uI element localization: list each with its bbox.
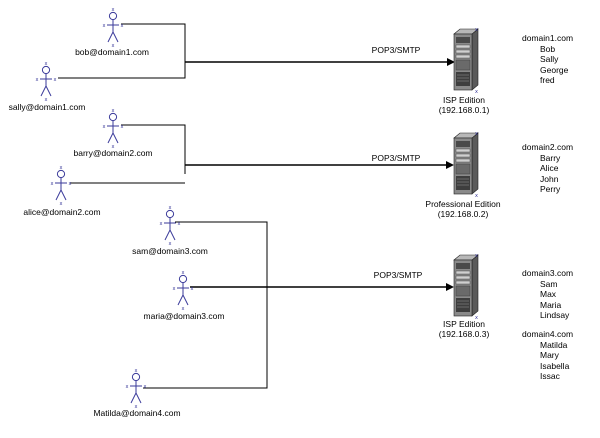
domain-user: Perry [540, 184, 561, 195]
arrowhead-group3 [446, 283, 454, 291]
domain-name: domain2.com [522, 142, 574, 152]
protocol-label-1: POP3/SMTP [371, 45, 421, 55]
user-email-barry: barry@domain2.com [73, 148, 153, 158]
user-email-sally: sally@domain1.com [8, 102, 86, 112]
server-2-edition: Professional Edition [425, 199, 501, 209]
domain-user: Sally [540, 54, 559, 65]
server-1-icon [453, 26, 479, 96]
domain-user: Mary [540, 350, 559, 361]
domain-user: Alice [540, 163, 559, 174]
actor-barry-icon [102, 107, 125, 151]
connector-sam [143, 221, 268, 389]
connector-sally [58, 62, 186, 79]
server-3-ip: (192.168.0.3) [438, 329, 490, 339]
actor-alice-icon [50, 164, 73, 208]
domain-list-domain3: domain3.com Sam Max Maria Lindsay [522, 268, 573, 321]
user-email-matilda: Matilda@domain4.com [93, 408, 181, 418]
domain-user: Matilda [540, 339, 568, 350]
domain-name: domain3.com [522, 268, 574, 278]
arrowhead-group2 [446, 161, 454, 169]
server-3-icon [453, 252, 479, 322]
actor-sally-icon [35, 60, 58, 104]
actor-bob-icon [102, 6, 125, 50]
domain-list-domain1: domain1.com Bob Sally George fred [522, 33, 573, 86]
connector-barry [121, 124, 186, 174]
connector-bob [121, 23, 186, 62]
domain-user: fred [540, 75, 555, 86]
domain-user: Bob [540, 43, 556, 54]
user-email-bob: bob@domain1.com [75, 47, 149, 57]
domain-user: Sam [540, 278, 558, 289]
actor-matilda-icon [125, 367, 148, 411]
user-email-maria: maria@domain3.com [143, 311, 225, 321]
domain-user: George [540, 64, 569, 75]
server-1-ip: (192.168.0.1) [438, 105, 490, 115]
domain-user: Lindsay [540, 310, 570, 321]
protocol-label-2: POP3/SMTP [371, 153, 421, 163]
domain-user: Maria [540, 299, 562, 310]
domain-user: Max [540, 289, 557, 300]
domain-user: Barry [540, 152, 561, 163]
server-2-icon [453, 130, 479, 200]
domain-name: domain4.com [522, 329, 574, 339]
user-email-sam: sam@domain3.com [132, 246, 208, 256]
arrowhead-group1 [447, 58, 455, 66]
server-3-edition: ISP Edition [443, 319, 485, 329]
server-1-edition: ISP Edition [443, 95, 485, 105]
domain-user: John [540, 173, 559, 184]
actor-maria-icon [172, 269, 195, 313]
server-2-ip: (192.168.0.2) [437, 209, 489, 219]
domain-list-domain2: domain2.com Barry Alice John Perry [522, 142, 573, 195]
protocol-label-3: POP3/SMTP [373, 270, 423, 280]
user-email-alice: alice@domain2.com [23, 207, 101, 217]
domain-list-domain4: domain4.com Matilda Mary Isabella Issac [522, 329, 573, 382]
domain-user: Issac [540, 371, 560, 382]
domain-user: Isabella [540, 360, 570, 371]
domain-name: domain1.com [522, 33, 574, 43]
actor-sam-icon [159, 204, 182, 248]
